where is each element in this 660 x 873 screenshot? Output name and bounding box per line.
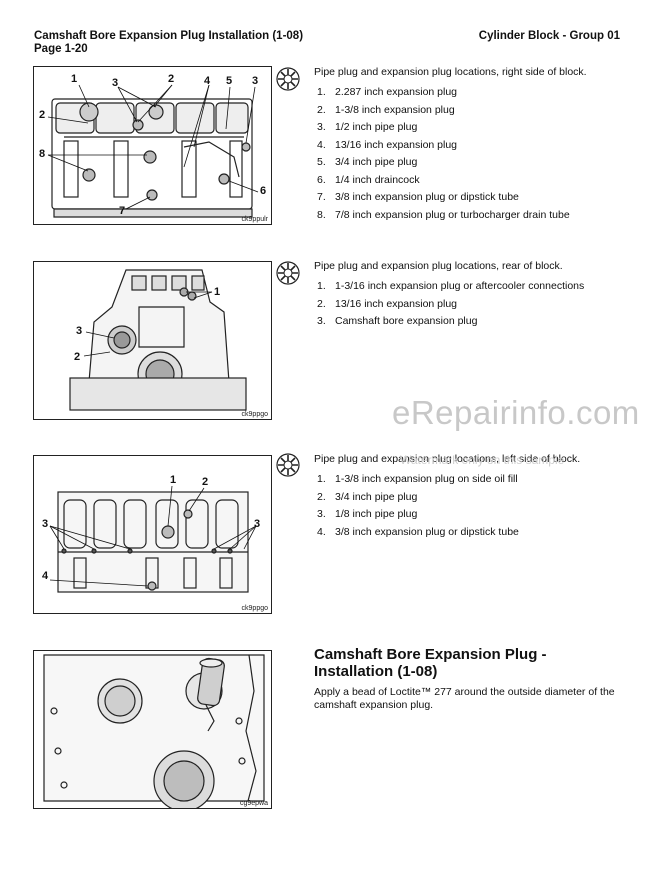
callout-2: 2 [74, 351, 81, 363]
callout-2: 2 [202, 476, 209, 488]
list-item: 3.1/2 inch pipe plug [317, 121, 418, 133]
section-body: Apply a bead of Loctite™ 277 around the … [314, 686, 615, 711]
section-rear: Pipe plug and expansion plug locations, … [314, 260, 584, 331]
callout-2: 2 [168, 73, 175, 85]
list-item: 1.2.287 inch expansion plug [317, 86, 458, 98]
list-item: 4.3/8 inch expansion plug or dipstick tu… [317, 525, 519, 538]
callout-2b: 2 [39, 109, 46, 121]
plug-installation-drawing [43, 654, 265, 808]
list-item: 1.1-3/16 inch expansion plug or aftercoo… [317, 280, 585, 292]
callout-8: 8 [39, 148, 46, 160]
callout-6: 6 [260, 185, 267, 197]
callout-4: 4 [42, 570, 49, 582]
figure-right-side-block: 1 3 2 4 5 3 2 8 7 6 ck9ppulr [33, 66, 272, 225]
figure-left-side-block: 1 2 3 3 4 ck9ppgo [33, 455, 272, 614]
callout-3: 3 [76, 325, 83, 337]
list-item: 3.1/8 inch pipe plug [317, 508, 418, 520]
caution-wheel-icon [276, 67, 300, 91]
list-item: 5.3/4 inch pipe plug [317, 156, 418, 168]
list-item: 2.13/16 inch expansion plug [317, 297, 458, 310]
figure-code: ck9ppgo [241, 411, 268, 418]
page-number: Page 1-20 [34, 43, 88, 55]
callout-1: 1 [214, 286, 221, 298]
callout-7: 7 [119, 205, 126, 217]
engine-block-rear-drawing [69, 269, 247, 411]
list-item: 8.7/8 inch expansion plug or turbocharge… [317, 208, 570, 221]
figure-code: cg9epwa [239, 800, 268, 807]
plug-list: 1.1-3/16 inch expansion plug or aftercoo… [314, 278, 584, 331]
page-header: Camshaft Bore Expansion Plug Installatio… [34, 30, 303, 56]
watermark: eRepairinfo.com [392, 394, 640, 431]
callout-1: 1 [71, 73, 78, 85]
callout-3b: 3 [252, 75, 259, 87]
figure-rear-block: 1 3 2 ck9ppgo [33, 261, 272, 420]
section-intro: Pipe plug and expansion plug locations, … [314, 453, 581, 465]
list-item: 7.3/8 inch expansion plug or dipstick tu… [317, 191, 519, 203]
callout-1: 1 [170, 474, 177, 486]
plug-list: 1.1-3/8 inch expansion plug on side oil … [314, 471, 580, 541]
section-intro: Pipe plug and expansion plug locations, … [314, 66, 587, 78]
list-item: 4.13/16 inch expansion plug [317, 138, 458, 151]
section-intro: Pipe plug and expansion plug locations, … [314, 260, 563, 272]
section-right-side: Pipe plug and expansion plug locations, … [314, 66, 587, 224]
list-item: 2.3/4 inch pipe plug [317, 490, 418, 503]
page-title: Camshaft Bore Expansion Plug Installatio… [34, 30, 304, 42]
engine-block-right-side-drawing [47, 84, 259, 218]
plug-list: 1.2.287 inch expansion plug 2.1-3/8 inch… [314, 84, 587, 224]
figure-code: ck9ppulr [241, 216, 268, 223]
list-item: 1.1-3/8 inch expansion plug on side oil … [317, 473, 518, 485]
callout-4: 4 [204, 75, 211, 87]
watermark-note: Watermark only on this sample [400, 453, 565, 467]
figure-code: ck9ppgo [241, 605, 268, 612]
engine-block-left-side-drawing [49, 485, 257, 593]
caution-wheel-icon [276, 261, 300, 285]
callout-3: 3 [112, 77, 119, 89]
list-item: 3.Camshaft bore expansion plug [317, 315, 478, 327]
group-title: Cylinder Block - Group 01 [478, 30, 620, 42]
callout-3: 3 [42, 518, 49, 530]
callout-5: 5 [226, 75, 233, 87]
caution-wheel-icon [276, 453, 300, 477]
section-heading: Camshaft Bore Expansion Plug - Installat… [314, 646, 547, 680]
callout-3b: 3 [254, 518, 261, 530]
list-item: 6.1/4 inch draincock [317, 173, 420, 186]
list-item: 2.1-3/8 inch expansion plug [317, 103, 455, 116]
section-left-side: Pipe plug and expansion plug locations, … [314, 453, 580, 541]
figure-plug-installation: cg9epwa [33, 650, 272, 809]
